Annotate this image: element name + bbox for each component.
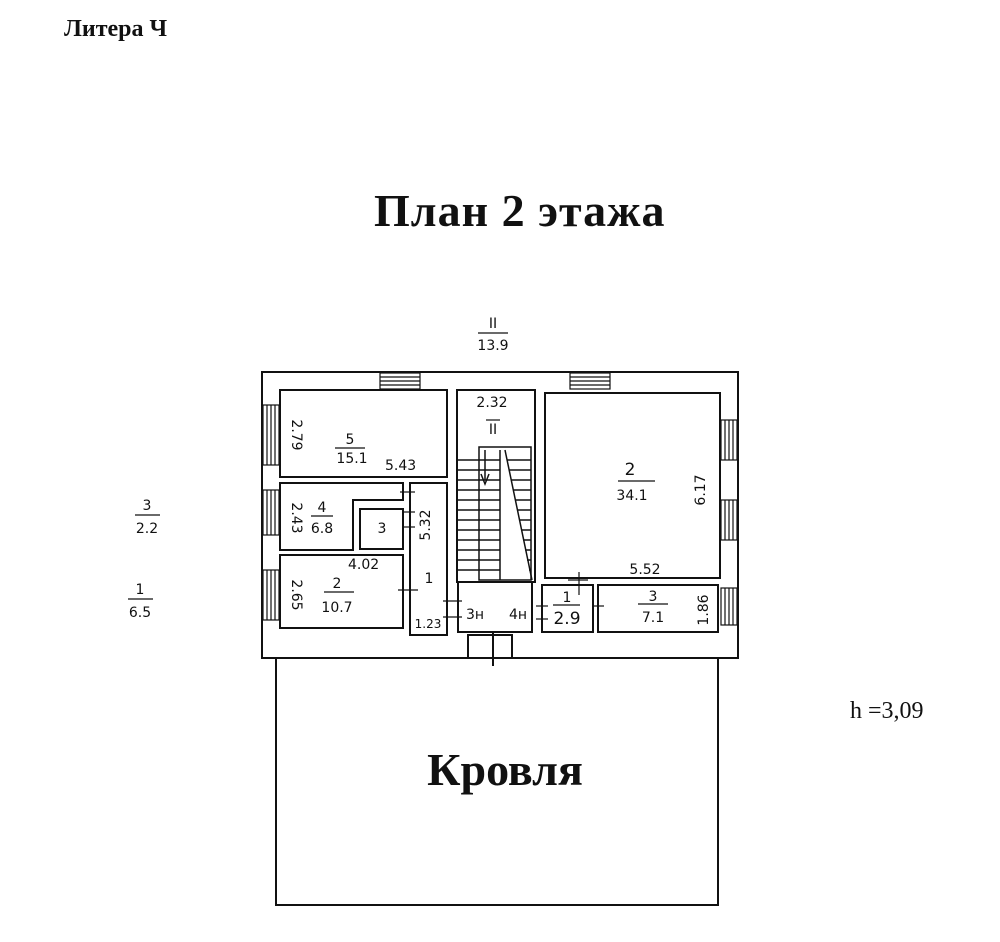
room-dim: 5.52 [629, 562, 660, 578]
room-number: 2 [333, 576, 342, 592]
room-dim: 6.17 [693, 474, 709, 505]
litera-label: Литера Ч [64, 16, 168, 42]
room-dim: 5.43 [385, 458, 416, 474]
room-number: 2 [625, 460, 636, 480]
height-note: h =3,09 [850, 698, 924, 724]
room-1-small [541, 584, 594, 633]
room-dim: 1.23 [415, 617, 442, 631]
room-dim: 2.65 [288, 579, 304, 610]
windows [262, 372, 738, 626]
side-note-number: 3 [143, 498, 152, 514]
room-1-corridor [409, 482, 448, 636]
room-number: 1 [563, 590, 572, 606]
stair-landing [457, 581, 533, 633]
stair-label: II [489, 422, 497, 438]
room-area: 15.1 [336, 451, 367, 467]
room-2-big [544, 392, 721, 579]
stair-room [456, 389, 536, 583]
door-marks [398, 491, 604, 620]
side-note-number: 1 [136, 582, 145, 598]
room-dim: 1.86 [696, 594, 712, 625]
entry-door [467, 634, 513, 659]
room-dim: 4.02 [348, 557, 379, 573]
floor-number: II [489, 316, 497, 332]
plan-title: План 2 этажа [374, 185, 666, 236]
room-dim: 2.79 [288, 419, 304, 450]
room-area: 7.1 [642, 610, 664, 626]
room-dim: 5.32 [418, 509, 434, 540]
room-2-left [279, 554, 404, 629]
room-number: 3 [649, 589, 658, 605]
room-dim: 2.43 [288, 502, 304, 533]
landing-label: 4н [509, 607, 527, 623]
floor-area: 13.9 [477, 338, 508, 354]
room-4 [279, 482, 404, 551]
staircase [458, 446, 533, 581]
room-3-right [597, 584, 719, 633]
room-area: 2.9 [553, 609, 580, 629]
side-note-area: 6.5 [129, 605, 151, 621]
landing-label: 3н [466, 607, 484, 623]
room-number: 4 [318, 500, 327, 516]
room-area: 6.8 [311, 521, 333, 537]
room-area: 10.7 [321, 600, 352, 616]
room-5 [279, 389, 448, 478]
room-number: 1 [425, 571, 434, 587]
side-note-area: 2.2 [136, 521, 158, 537]
roof-label: Кровля [427, 744, 583, 795]
room-3-closet [359, 508, 404, 550]
room-area: 34.1 [616, 488, 647, 504]
stair-dim: 2.32 [476, 395, 507, 411]
room-number: 3 [378, 521, 387, 537]
room-number: 5 [346, 432, 355, 448]
